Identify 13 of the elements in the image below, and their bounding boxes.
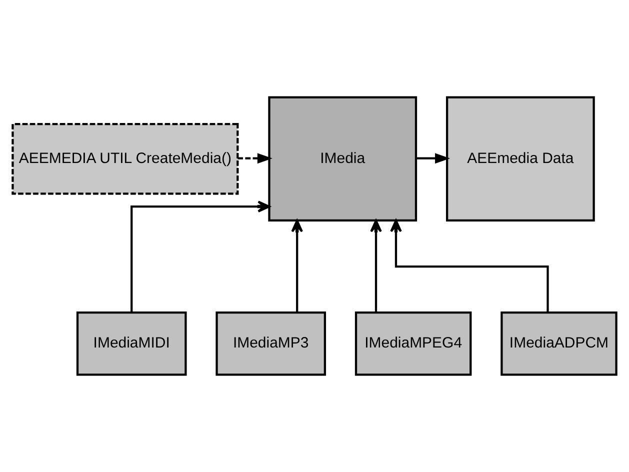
node-box: IMedia — [268, 96, 418, 222]
arrow — [238, 153, 272, 164]
node-box: AEEmedia Data — [446, 96, 595, 222]
node-box: IMediaMPEG4 — [354, 312, 472, 376]
arrow — [390, 220, 549, 312]
arrow — [130, 200, 270, 313]
node-box: AEEMEDIA UTIL CreateMedia() — [12, 123, 239, 195]
arrow — [370, 220, 382, 312]
arrow — [291, 220, 303, 312]
node-box: IMediaMP3 — [216, 312, 326, 376]
node-box: IMediaADPCM — [500, 312, 618, 376]
arrow — [416, 153, 450, 164]
node-box: IMediaMIDI — [76, 312, 187, 376]
